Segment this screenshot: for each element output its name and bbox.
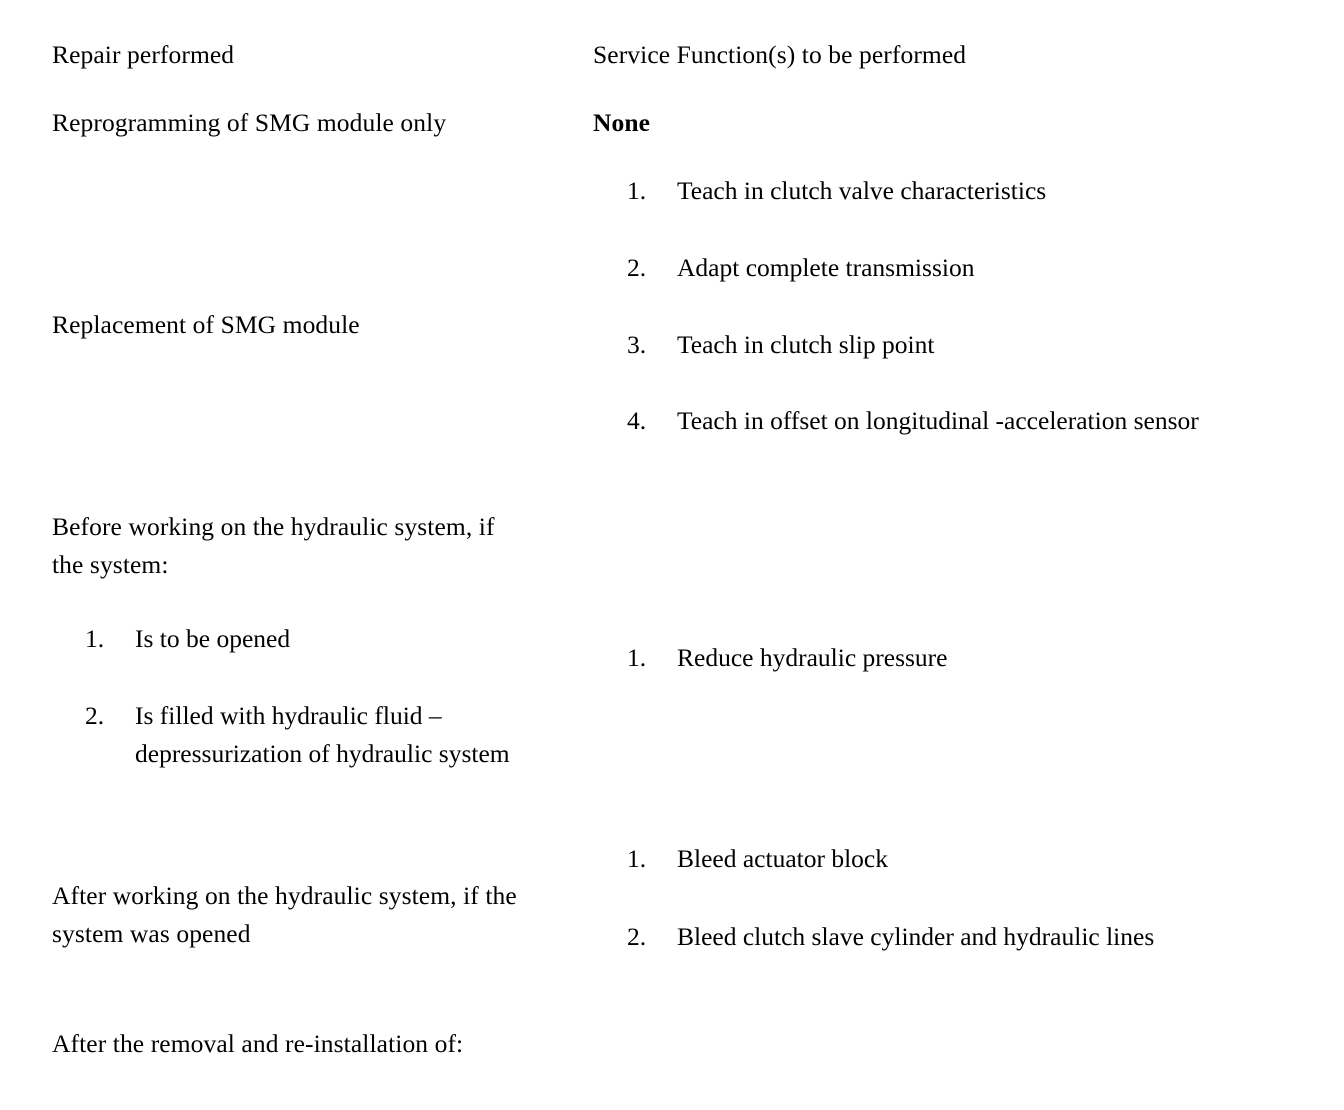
row-service-none: None	[593, 108, 651, 137]
list-item-label: Is filled with hydraulic fluid – depress…	[135, 701, 510, 768]
list-item: 1. Teach in clutch valve characteristics	[627, 172, 1327, 210]
list-item-label: Bleed clutch slave cylinder and hydrauli…	[677, 922, 1155, 951]
column-header-repair-performed: Repair performed	[52, 40, 235, 69]
list-item: 1. Is to be opened	[85, 620, 585, 658]
list-item-label: Is to be opened	[135, 624, 291, 653]
list-item-label: Adapt complete transmission	[677, 253, 975, 282]
list-item: 3. Teach in clutch slip point	[627, 326, 1327, 364]
row-repair-before-hydraulic: Before working on the hydraulic system, …	[52, 512, 502, 579]
list-item: 2. Is filled with hydraulic fluid – depr…	[85, 697, 515, 773]
list-item: 1. Reduce hydraulic pressure	[627, 639, 1327, 677]
column-header-service-functions: Service Function(s) to be performed	[593, 40, 967, 69]
row-repair-replacement: Replacement of SMG module	[52, 310, 360, 339]
list-item: 4. Teach in offset on longitudinal -acce…	[627, 402, 1287, 440]
row-repair-after-removal: After the removal and re-installation of…	[52, 1029, 464, 1058]
list-item: 1. Bleed actuator block	[627, 840, 1327, 878]
list-item-label: Bleed actuator block	[677, 844, 888, 873]
list-item-number: 1.	[627, 176, 647, 205]
list-item-number: 2.	[85, 701, 105, 730]
list-item-number: 3.	[627, 330, 647, 359]
list-item-label: Teach in clutch slip point	[677, 330, 935, 359]
list-item: 2. Bleed clutch slave cylinder and hydra…	[627, 918, 1267, 956]
list-item-number: 1.	[627, 844, 647, 873]
list-item-number: 1.	[85, 624, 105, 653]
row-repair-reprogramming: Reprogramming of SMG module only	[52, 108, 447, 137]
list-item: 2. Adapt complete transmission	[627, 249, 1327, 287]
list-item-label: Teach in offset on longitudinal -acceler…	[677, 406, 1199, 435]
list-item-number: 4.	[627, 406, 647, 435]
list-item-number: 2.	[627, 253, 647, 282]
list-item-label: Reduce hydraulic pressure	[677, 643, 948, 672]
list-item-label: Teach in clutch valve characteristics	[677, 176, 1047, 205]
list-item-number: 1.	[627, 643, 647, 672]
list-item-number: 2.	[627, 922, 647, 951]
row-repair-after-hydraulic: After working on the hydraulic system, i…	[52, 881, 524, 948]
